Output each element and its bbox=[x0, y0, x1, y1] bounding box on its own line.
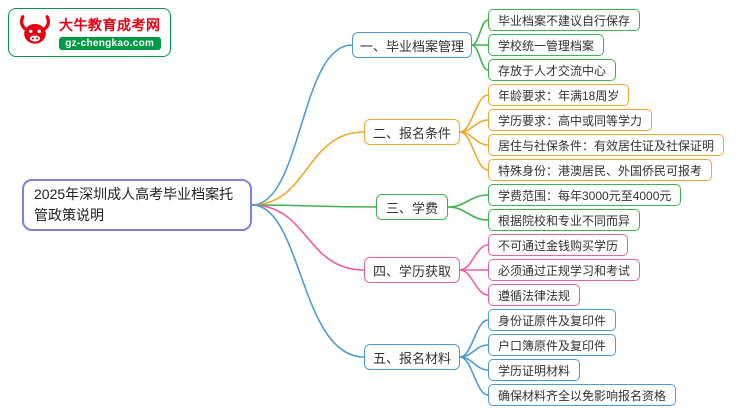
edge-branch3-leaf-2 bbox=[447, 206, 489, 221]
edge-branch2-leaf-4 bbox=[459, 131, 489, 171]
leaf-node: 学历要求：高中或同等学力 bbox=[488, 109, 653, 131]
leaf-node: 身份证原件及复印件 bbox=[488, 309, 617, 331]
logo-title: 大牛教育成考网 bbox=[59, 17, 161, 33]
leaf-node: 特殊身份：港澳居民、外国侨民可报考 bbox=[488, 159, 713, 181]
leaf-node: 必须通过正规学习和考试 bbox=[488, 259, 641, 281]
branch-node-registration-materials: 五、报名材料 bbox=[364, 344, 460, 370]
leaf-node: 根据院校和专业不同而异 bbox=[488, 209, 641, 231]
leaf-node: 毕业档案不建议自行保存 bbox=[488, 9, 641, 31]
edge-branch2-leaf-3 bbox=[459, 131, 489, 146]
branch-node-archive-management: 一、毕业档案管理 bbox=[352, 32, 472, 58]
edge-branch3-leaf-1 bbox=[447, 194, 489, 208]
leaf-node: 户口簿原件及复印件 bbox=[488, 334, 617, 356]
logo-text: 大牛教育成考网 gz-chengkao.com bbox=[59, 15, 161, 50]
edge-branch2-leaf-1 bbox=[459, 94, 489, 133]
leaf-node: 不可通过金钱购买学历 bbox=[488, 234, 629, 256]
root-node: 2025年深圳成人高考毕业档案托管政策说明 bbox=[22, 179, 252, 231]
branch-node-degree-acquisition: 四、学历获取 bbox=[364, 257, 460, 283]
edge-branch5-leaf-3 bbox=[459, 356, 489, 371]
edge-branch2-leaf-2 bbox=[459, 119, 489, 133]
edge-root-branch-3 bbox=[251, 204, 377, 208]
bull-icon bbox=[18, 14, 52, 51]
edge-branch1-leaf-3 bbox=[471, 44, 489, 71]
leaf-node: 遵循法律法规 bbox=[488, 284, 581, 306]
leaf-node: 学校统一管理档案 bbox=[488, 34, 605, 56]
leaf-node: 年龄要求：年满18周岁 bbox=[488, 84, 630, 106]
leaf-node: 学费范围：每年3000元至4000元 bbox=[488, 184, 682, 206]
site-logo: 大牛教育成考网 gz-chengkao.com bbox=[8, 8, 171, 57]
leaf-node: 居住与社保条件：有效居住证及社保证明 bbox=[488, 134, 725, 156]
leaf-node: 确保材料齐全以免影响报名资格 bbox=[488, 384, 677, 406]
logo-domain-badge: gz-chengkao.com bbox=[59, 37, 161, 50]
edge-branch4-leaf-3 bbox=[459, 269, 489, 296]
edge-branch5-leaf-2 bbox=[459, 344, 489, 358]
edge-root-branch-5 bbox=[251, 204, 365, 358]
edge-branch1-leaf-1 bbox=[471, 19, 489, 46]
edge-branch5-leaf-4 bbox=[459, 356, 489, 396]
leaf-node: 学历证明材料 bbox=[488, 359, 581, 381]
edge-root-branch-2 bbox=[251, 131, 365, 206]
edge-branch4-leaf-1 bbox=[459, 244, 489, 271]
edge-root-branch-1 bbox=[251, 44, 353, 206]
branch-node-tuition: 三、学费 bbox=[376, 194, 448, 220]
edge-root-branch-4 bbox=[251, 204, 365, 271]
leaf-node: 存放于人才交流中心 bbox=[488, 59, 617, 81]
edge-branch5-leaf-1 bbox=[459, 319, 489, 358]
branch-node-registration-conditions: 二、报名条件 bbox=[364, 119, 460, 145]
